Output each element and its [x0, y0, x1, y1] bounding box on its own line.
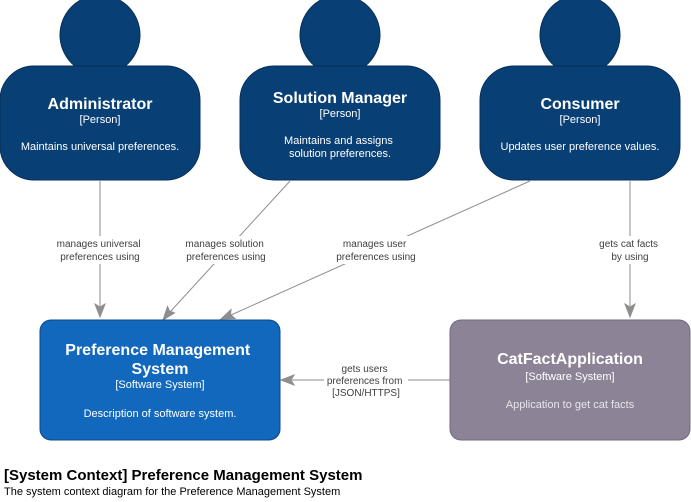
system-type: [Software System]: [115, 379, 204, 391]
edge-label-line: gets cat facts: [599, 239, 658, 250]
person-description: Updates user preference values.: [501, 141, 660, 153]
svg-text:manages user preferences: manages user preferences using: [336, 239, 416, 263]
edge-solution-manager-to-pms: manages solution preferences using: [162, 180, 291, 322]
edge-admin-to-pms: manages universal preferences using: [48, 181, 152, 319]
system-preference-management[interactable]: Preference Management System [Software S…: [39, 319, 281, 441]
diagram-subtitle: The system context diagram for the Prefe…: [4, 486, 341, 498]
system-catfact-application[interactable]: CatFactApplication [Software System] App…: [449, 319, 691, 441]
edge-label-line: manages user: [343, 239, 407, 250]
edge-label-line: preferences from: [327, 376, 403, 387]
person-description: Maintains and assigns solution preferenc…: [284, 135, 396, 160]
system-description: Application to get cat facts: [506, 399, 635, 411]
edge-label-line: [JSON/HTTPS]: [332, 388, 400, 399]
person-name: Administrator: [48, 96, 153, 113]
svg-text:manages universal prefer: manages universal preferences using: [57, 239, 144, 263]
person-name: Consumer: [540, 96, 619, 113]
svg-text:gets users preferences f: gets users preferences from [JSON/HTTPS]: [327, 364, 405, 399]
edge-consumer-to-catfact: gets cat facts by using: [592, 181, 668, 319]
edge-catfact-to-pms: gets users preferences from [JSON/HTTPS]: [279, 362, 450, 400]
person-description: Maintains universal preferences.: [21, 141, 179, 153]
edge-label-line: by using: [611, 252, 648, 263]
edge-label-line: preferences using: [336, 252, 416, 263]
person-type: [Person]: [320, 108, 361, 120]
system-name: Preference Management System: [65, 342, 254, 378]
person-type: [Person]: [560, 114, 601, 126]
system-description: Description of software system.: [84, 408, 237, 420]
edge-label-line: gets users: [342, 364, 388, 375]
person-solution-manager[interactable]: Solution Manager [Person] Maintains and …: [239, 0, 441, 181]
diagram-title: [System Context] Preference Management S…: [4, 467, 363, 484]
svg-text:gets cat facts by using: gets cat facts by using: [599, 239, 661, 263]
edge-label-line: preferences using: [60, 252, 140, 263]
system-type: [Software System]: [525, 371, 614, 383]
svg-text:manages solution prefere: manages solution preferences using: [185, 239, 266, 263]
edge-consumer-to-pms: manages user preferences using: [219, 180, 531, 320]
person-type: [Person]: [80, 114, 121, 126]
person-administrator[interactable]: Administrator [Person] Maintains univers…: [0, 0, 201, 181]
person-name: Solution Manager: [273, 90, 407, 107]
edge-label-line: manages universal: [57, 239, 141, 250]
edge-label-line: preferences using: [186, 252, 266, 263]
system-name: CatFactApplication: [497, 351, 643, 368]
person-consumer[interactable]: Consumer [Person] Updates user preferenc…: [479, 0, 681, 181]
edge-label-line: manages solution: [185, 239, 263, 250]
